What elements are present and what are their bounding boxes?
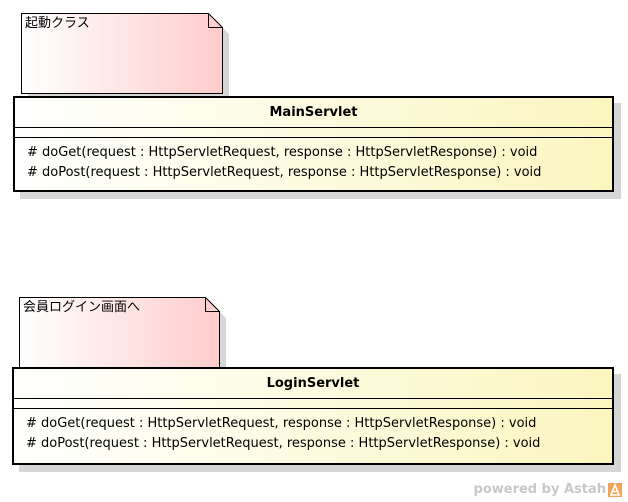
operation-compartment: # doGet(request : HttpServletRequest, re…: [14, 409, 612, 454]
attribute-compartment: [15, 128, 612, 138]
class-name: LoginServlet: [14, 369, 612, 399]
note-startup-class[interactable]: 起動クラス: [21, 13, 229, 99]
operation-dopost: # doPost(request : HttpServletRequest, r…: [26, 436, 541, 451]
operation-dopost: # doPost(request : HttpServletRequest, r…: [27, 165, 542, 180]
operation-doget: # doGet(request : HttpServletRequest, re…: [26, 416, 537, 431]
note-shape: [21, 13, 229, 99]
operation-compartment: # doGet(request : HttpServletRequest, re…: [15, 138, 612, 183]
watermark: powered by Astah: [474, 482, 622, 497]
astah-logo-icon: [608, 482, 622, 497]
class-loginservlet[interactable]: LoginServlet # doGet(request : HttpServl…: [12, 367, 614, 465]
note-text: 会員ログイン画面へ: [23, 300, 141, 315]
watermark-text: powered by Astah: [473, 482, 606, 497]
operation-doget: # doGet(request : HttpServletRequest, re…: [27, 145, 538, 160]
class-name: MainServlet: [15, 98, 612, 128]
attribute-compartment: [14, 399, 612, 409]
class-mainservlet[interactable]: MainServlet # doGet(request : HttpServle…: [13, 96, 614, 192]
note-shape: [19, 297, 226, 384]
note-member-login-screen[interactable]: 会員ログイン画面へ: [19, 297, 226, 384]
note-text: 起動クラス: [25, 16, 90, 31]
